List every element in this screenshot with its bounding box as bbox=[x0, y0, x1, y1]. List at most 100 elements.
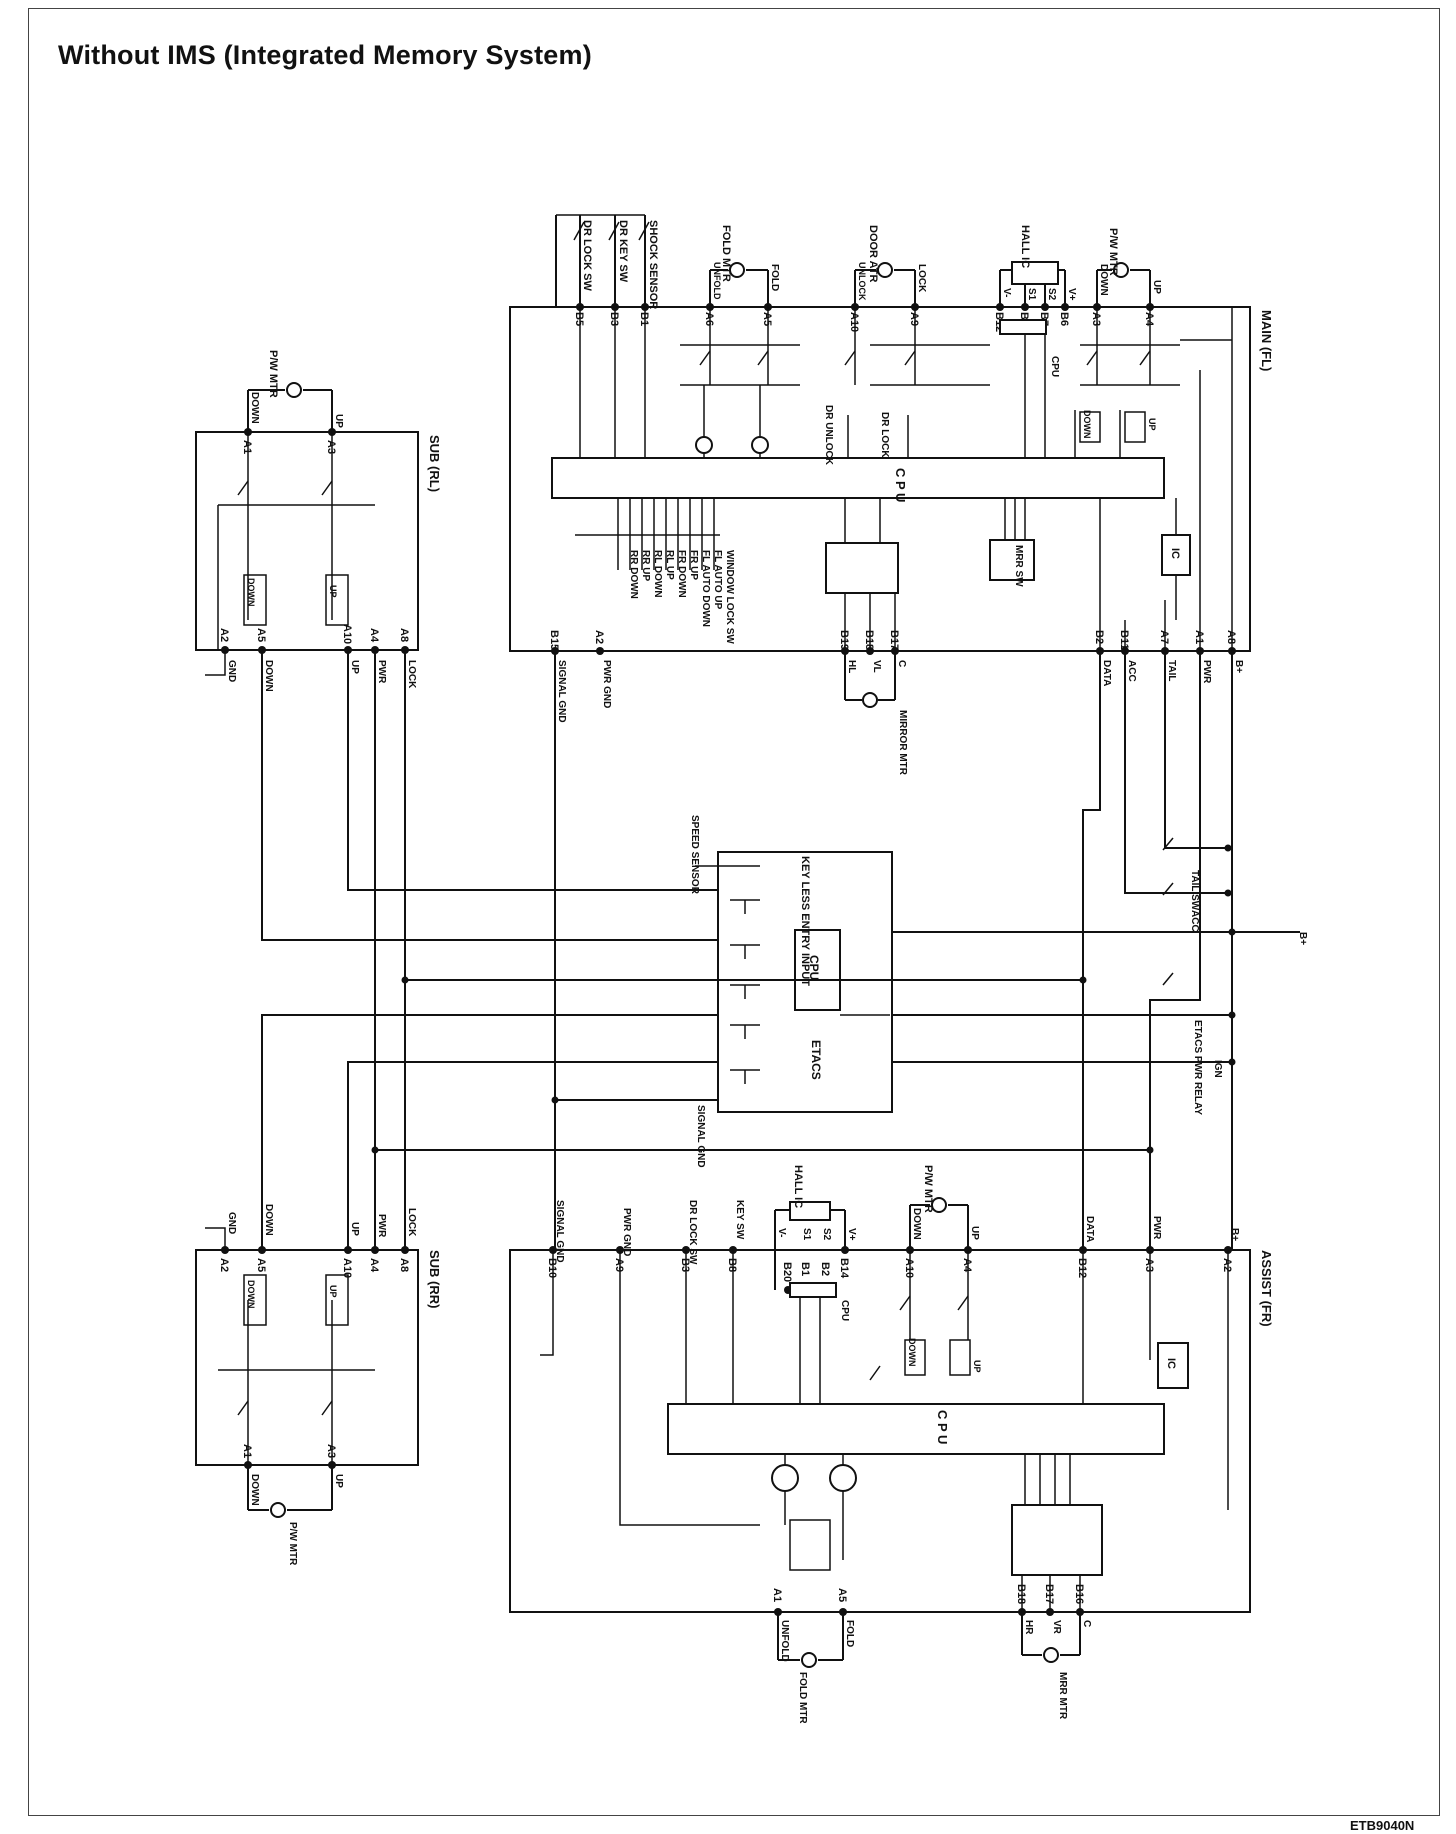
assist-fr-cpu bbox=[667, 1403, 1165, 1455]
pin-label-b6: B6 bbox=[1058, 312, 1070, 326]
rl-up-to-etacs bbox=[347, 650, 718, 891]
assist-pw-mtr-wires bbox=[909, 1204, 969, 1250]
sub-rl-gnd: GND bbox=[226, 660, 237, 682]
sub-rl-mtr-symbol bbox=[286, 382, 302, 398]
assist-fr-module: ASSIST (FR) C P U B10 A9 B3 B8 B20 B1 B2 bbox=[509, 1165, 1274, 1724]
acc-label: ACC bbox=[1189, 910, 1200, 932]
input-fr-down: FR DOWN bbox=[676, 550, 687, 598]
mirror-mtr-wires bbox=[844, 651, 896, 701]
input-fl-auto-up: FL AUTO UP bbox=[712, 550, 723, 610]
main-fl-input-switches bbox=[573, 221, 650, 241]
bplus-label: B+ bbox=[1297, 932, 1308, 945]
sub-rl-lock: LOCK bbox=[406, 660, 417, 689]
hall-main-s1: S1 bbox=[1026, 288, 1037, 301]
sub-rl-up: UP bbox=[349, 660, 360, 674]
assist-unfold: UNFOLD bbox=[779, 1620, 790, 1662]
assist-pw-mtr-label: P/W MTR bbox=[922, 1165, 934, 1213]
door-atr-wires bbox=[854, 269, 916, 307]
pwr-line bbox=[1149, 651, 1201, 1250]
etacs-pwr-relay-label: ETACS PWR RELAY bbox=[1192, 1020, 1203, 1115]
sub-rr-mtr-symbol bbox=[270, 1502, 286, 1518]
sub-rr-a3: A3 bbox=[325, 1444, 337, 1458]
pin-label-a6: A6 bbox=[703, 312, 715, 326]
main-relay-down-label: DOWN bbox=[1082, 410, 1092, 439]
assist-key-sw: KEY SW bbox=[734, 1200, 745, 1240]
pin-label-b3: B3 bbox=[608, 312, 620, 326]
main-relay-up-label: UP bbox=[1147, 418, 1157, 431]
assist-label-a5: A5 bbox=[836, 1588, 848, 1602]
pin-label-a8: A8 bbox=[1225, 630, 1237, 644]
main-fl-label: MAIN (FL) bbox=[1259, 310, 1274, 371]
sub-rl-gnd-wire bbox=[205, 650, 226, 676]
label-hl: HL bbox=[846, 660, 857, 673]
assist-mirror-driver bbox=[1011, 1504, 1103, 1576]
etacs-module: CPU ETACS KEY LESS ENTRY INPUT SPEED SEN… bbox=[689, 815, 1308, 1168]
main-cpu-tag: CPU bbox=[1049, 356, 1060, 377]
assist-label-b16: B16 bbox=[1073, 1584, 1085, 1604]
sub-rl-a1: A1 bbox=[241, 440, 253, 454]
keyless-label: KEY LESS ENTRY INPUT bbox=[799, 856, 811, 986]
assist-down-relay bbox=[904, 1339, 926, 1376]
assist-c: C bbox=[1081, 1620, 1092, 1627]
shock-sensor-label: SHOCK SENSOR bbox=[647, 220, 659, 309]
assist-label-b18: B18 bbox=[1015, 1584, 1027, 1604]
assist-mirror-wires bbox=[1021, 1454, 1081, 1612]
assist-cpu-tag: CPU bbox=[839, 1300, 850, 1321]
ign-label: IGN bbox=[1212, 1060, 1223, 1078]
rr-down-to-etacs bbox=[261, 1014, 718, 1250]
rr-up-to-etacs bbox=[347, 1061, 718, 1250]
label-acc: ACC bbox=[1126, 660, 1137, 682]
label-pwr: PWR bbox=[1201, 660, 1212, 684]
assist-label-a9: A9 bbox=[613, 1258, 625, 1272]
hall-assist-vplus: V+ bbox=[846, 1228, 857, 1241]
hall-main-vminus: V- bbox=[1001, 288, 1012, 297]
sub-rr-mtr-label: P/W MTR bbox=[287, 1522, 298, 1566]
rl-down-to-etacs bbox=[261, 650, 718, 941]
mirror-driver-wires bbox=[844, 498, 896, 651]
assist-ic-box bbox=[1157, 1342, 1189, 1389]
sub-rl-pwr: PWR bbox=[376, 660, 387, 684]
input-fl-auto-down: FL AUTO DOWN bbox=[700, 550, 711, 627]
interconnect-wires bbox=[261, 650, 1300, 1250]
hall-ic-main-wires bbox=[999, 269, 1066, 307]
dr-lock-sw-label: DR LOCK SW bbox=[581, 220, 593, 292]
main-fl-cpu-label: C P U bbox=[893, 468, 908, 502]
assist-transistor-wires bbox=[784, 1454, 844, 1560]
mirror-mtr-symbol bbox=[862, 692, 878, 708]
pw-main-down-label: DOWN bbox=[1098, 264, 1109, 296]
assist-up-label: UP bbox=[969, 1226, 980, 1240]
assist-pwr-gnd: PWR GND bbox=[621, 1208, 632, 1256]
pin-b18 bbox=[866, 647, 874, 655]
pin-label-b15: B15 bbox=[548, 630, 560, 650]
hall-main-vplus: V+ bbox=[1066, 288, 1077, 301]
pin-label-a3: A3 bbox=[1090, 312, 1102, 326]
assist-fr-label: ASSIST (FR) bbox=[1259, 1250, 1274, 1327]
main-switch-wires bbox=[617, 498, 715, 570]
unlock-label: UNLOCK bbox=[857, 262, 867, 301]
fold-mtr-label: FOLD MTR bbox=[720, 225, 732, 282]
sub-rl-a8: A8 bbox=[398, 628, 410, 642]
mrr-sw-box bbox=[989, 539, 1035, 581]
input-rr-down: RR DOWN bbox=[628, 550, 639, 599]
sub-rr-frame bbox=[195, 1249, 419, 1466]
assist-label-b17: B17 bbox=[1043, 1584, 1055, 1604]
acc-line bbox=[1124, 651, 1228, 894]
pin-label-a10: A10 bbox=[848, 312, 860, 332]
page-frame bbox=[28, 8, 1440, 1816]
assist-fold-mtr-label: FOLD MTR bbox=[797, 1672, 808, 1724]
main-transistor-wires bbox=[703, 385, 761, 458]
main-fl-cpu bbox=[551, 457, 1165, 499]
pin-label-a7: A7 bbox=[1158, 630, 1170, 644]
lock-label: LOCK bbox=[916, 264, 927, 293]
input-fr-up: FR UP bbox=[688, 550, 699, 580]
pin-label-a1: A1 bbox=[1193, 630, 1205, 644]
assist-transistor-2 bbox=[829, 1464, 857, 1492]
sub-rl-a5: A5 bbox=[255, 628, 267, 642]
figure-code: ETB9040N bbox=[1350, 1818, 1415, 1833]
hall-main-s2: S2 bbox=[1046, 288, 1057, 301]
hall-assist-s2: S2 bbox=[821, 1228, 832, 1241]
pin-label-b5: B5 bbox=[573, 312, 585, 326]
main-fl-frame bbox=[509, 306, 1251, 652]
label-bplus: B+ bbox=[1233, 660, 1244, 673]
fold-mtr-wires bbox=[709, 269, 769, 307]
